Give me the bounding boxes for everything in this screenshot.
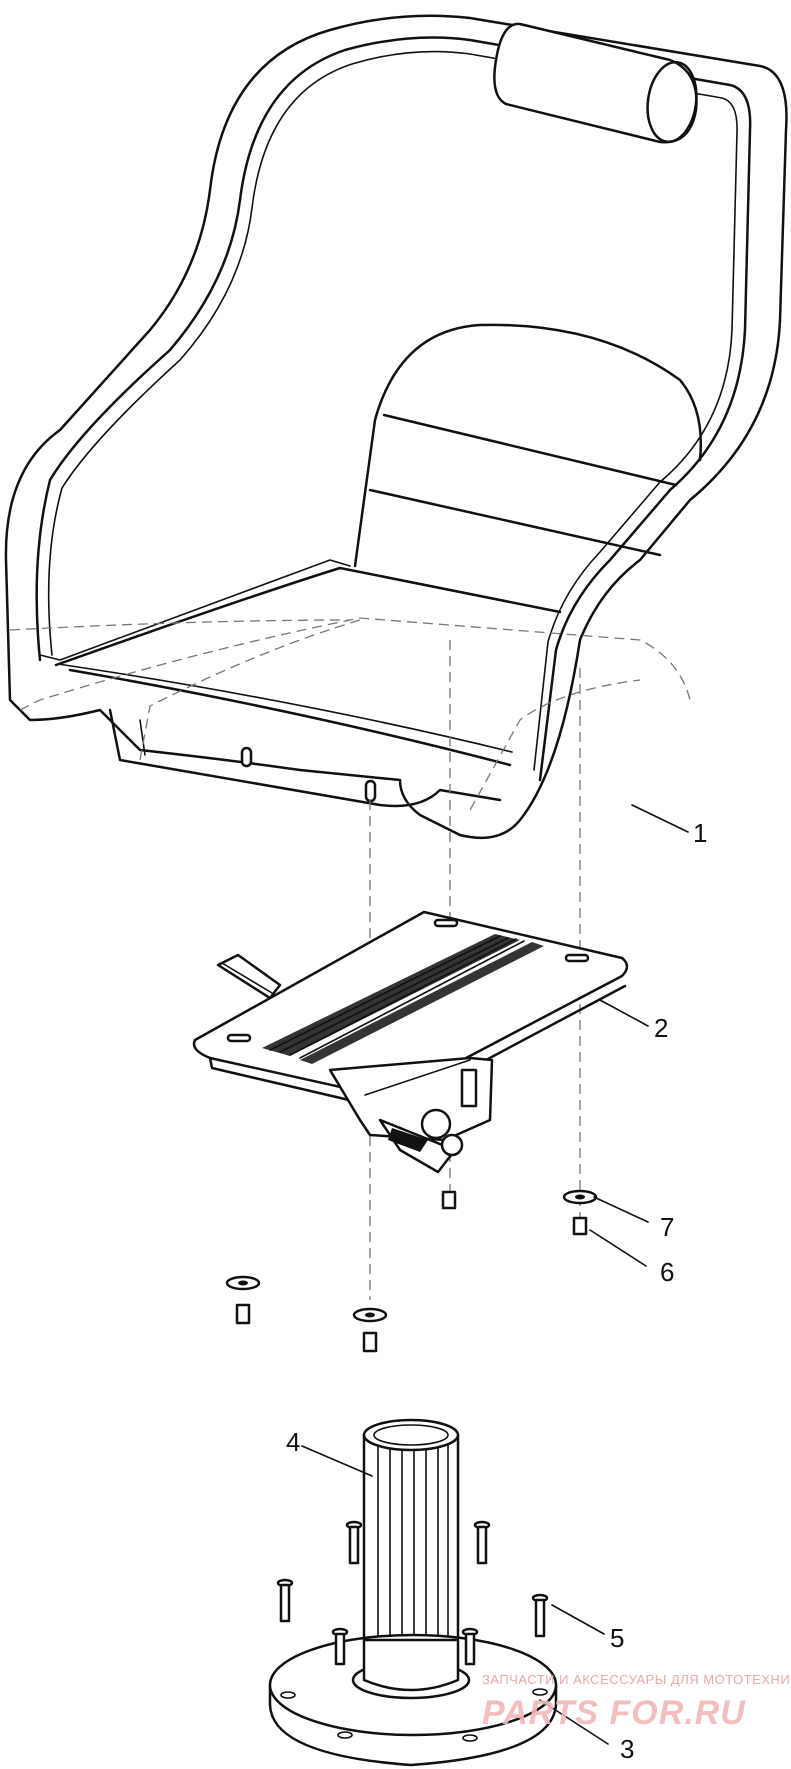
callout-5: 5 <box>610 1623 624 1653</box>
swivel-plate <box>192 910 629 1174</box>
back-cushion <box>353 323 703 568</box>
seat-assembly <box>4 14 788 840</box>
ribbed-strip <box>262 934 544 1064</box>
watermark-tagline: ЗАПЧАСТИ И АКСЕССУАРЫ ДЛЯ МОТОТЕХНИКИ <box>482 1672 791 1687</box>
watermark: ЗАПЧАСТИ И АКСЕССУАРЫ ДЛЯ МОТОТЕХНИКИ PA… <box>482 1672 791 1732</box>
watermark-logo: PARTS FOR.RU <box>482 1694 746 1732</box>
callout-6: 6 <box>660 1257 674 1287</box>
callout-1: 1 <box>693 818 707 848</box>
swivel-mechanism <box>328 1056 494 1174</box>
headrest-roll <box>493 22 698 144</box>
callout-3: 3 <box>620 1734 634 1764</box>
callout-labels: 1 2 7 6 4 5 3 <box>286 818 707 1764</box>
callout-leaders <box>301 804 689 1745</box>
callout-4: 4 <box>286 1427 300 1457</box>
hardware-washers-bolts <box>225 1189 598 1353</box>
callout-7: 7 <box>660 1212 674 1242</box>
callout-2: 2 <box>654 1013 668 1043</box>
base-screws <box>276 1520 549 1666</box>
